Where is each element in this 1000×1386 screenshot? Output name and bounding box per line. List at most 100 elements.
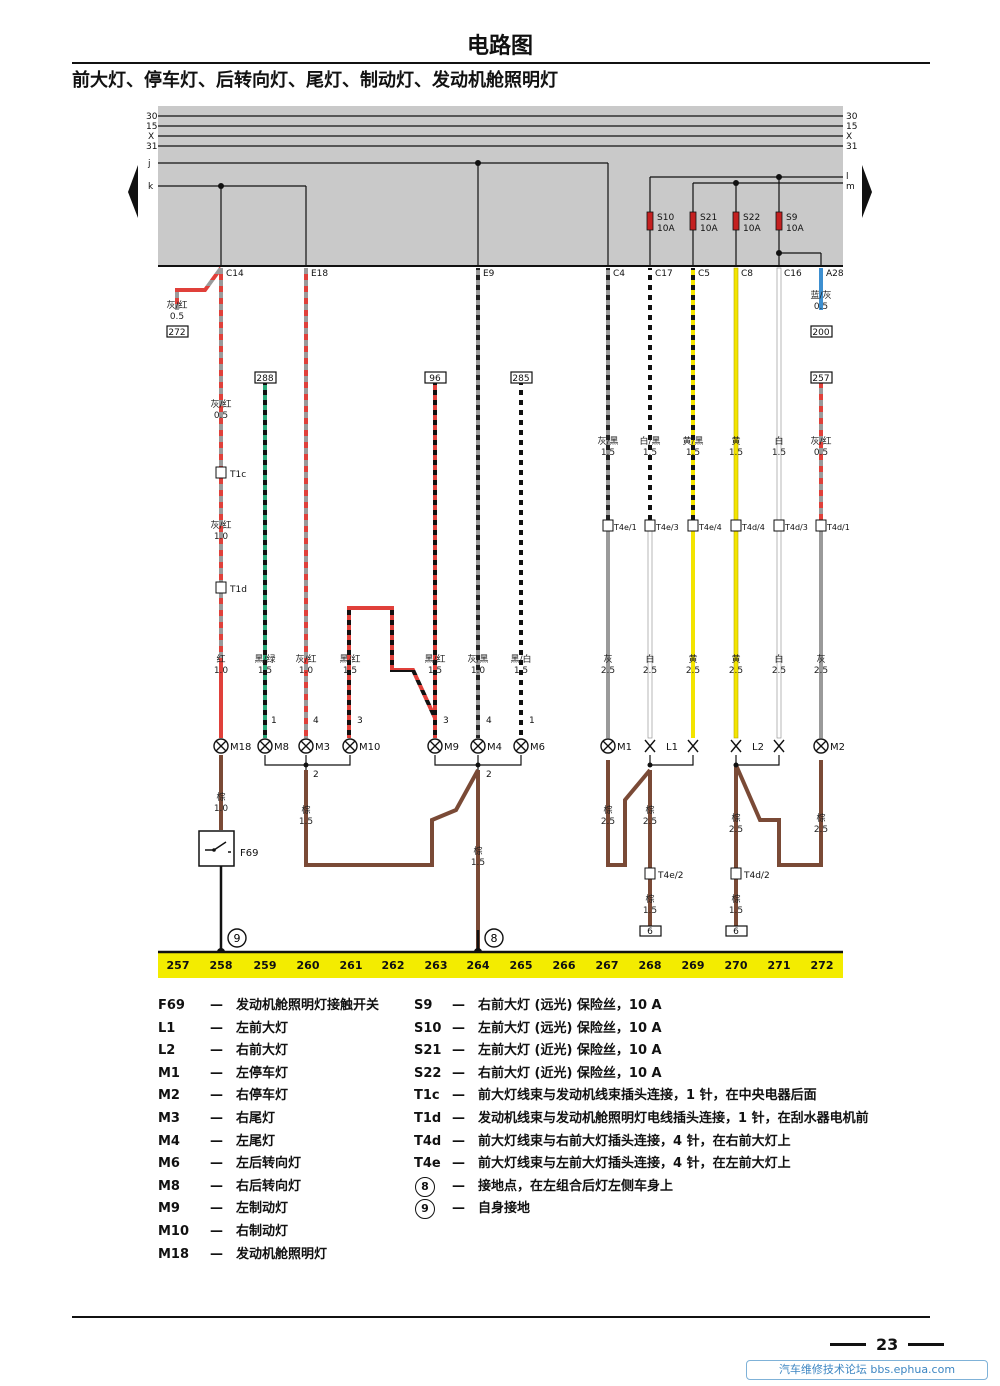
wl-25-color: 棕 xyxy=(473,845,482,857)
wl-7-color: 黄 xyxy=(731,435,740,447)
tconn-t4d1: T4d/1 xyxy=(826,523,850,532)
pin-left-gnd: 2 xyxy=(313,770,319,780)
legend-row: M8—右后转向灯 xyxy=(158,1176,379,1199)
lamp-m8-icon xyxy=(257,738,273,754)
t-connector-labels: T1c T1d T4e/1 T4e/3 T4e/4 T4d/4 T4d/3 T4… xyxy=(229,470,850,881)
wl-11-size: 1.5 xyxy=(258,666,272,676)
lamp-m9-icon xyxy=(427,738,443,754)
legend-desc: 接地点，在左组合后灯左侧车身上 xyxy=(478,1178,674,1194)
fuse-s21-rating: 10A xyxy=(700,224,718,234)
watermark: 汽车维修技术论坛 bbs.ephua.com xyxy=(746,1360,988,1380)
top-rule xyxy=(72,62,930,64)
wire-c4-gray xyxy=(606,528,610,738)
tconn-t4d4-icon xyxy=(730,519,742,532)
ref-288: 288 xyxy=(256,374,273,384)
legend-desc: 右前大灯 (远光) 保险丝，10 A xyxy=(478,998,662,1013)
legend-row: M2—右停车灯 xyxy=(158,1085,379,1108)
wl-9-color: 灰/红 xyxy=(810,435,831,447)
ground-markers: 9 8 xyxy=(227,928,504,948)
legend-left: F69—发动机舱照明灯接触开关 L1—左前大灯 L2—右前大灯 M1—左停车灯 … xyxy=(158,995,379,1266)
ref-6a: 6 xyxy=(647,927,653,937)
tconn-t1c-icon xyxy=(215,466,227,479)
wire-m3 xyxy=(304,268,308,738)
conn-c8: C8 xyxy=(741,269,753,279)
bus-junctions xyxy=(218,160,782,256)
col-267: 267 xyxy=(596,959,619,972)
legend-row: T1d—发动机线束与发动机舱照明灯电线插头连接，1 针，在刮水器电机前 xyxy=(414,1108,869,1131)
legend-row: 8—接地点，在左组合后灯左侧车身上 xyxy=(414,1176,869,1199)
legend-desc: 左停车灯 xyxy=(236,1065,289,1081)
bus-15-left: 15 xyxy=(146,122,157,132)
legend-code: L1 xyxy=(158,1020,176,1036)
fuse-s10-rating: 10A xyxy=(657,224,675,234)
wl-5-size: 1.5 xyxy=(643,448,657,458)
conn-c14: C14 xyxy=(226,269,244,279)
col-268: 268 xyxy=(639,959,662,972)
ref-boxes xyxy=(166,325,833,937)
legend-desc: 右前大灯 xyxy=(236,1043,289,1059)
arrow-left-icon[interactable] xyxy=(128,165,138,218)
bus-x: X xyxy=(846,132,852,142)
tconn-t4e4-icon xyxy=(687,519,699,532)
legend-row: T4d—前大灯线束与右前大灯插头连接，4 针，在右前大灯上 xyxy=(414,1131,869,1154)
ground-9-icon xyxy=(227,928,247,948)
wl-15-size: 1.0 xyxy=(471,666,486,676)
tconn-t1d: T1d xyxy=(229,585,247,595)
fuse-group xyxy=(646,211,783,231)
wire-c8 xyxy=(733,267,739,739)
ground-circle-icon: 8 xyxy=(415,1176,435,1197)
legend-desc: 左前大灯 (远光) 保险丝，10 A xyxy=(478,1020,662,1036)
wl-21-color: 白 xyxy=(774,653,783,665)
ground-circle-icon: 9 xyxy=(415,1199,435,1220)
legend-row: L1—左前大灯 xyxy=(158,1018,379,1041)
conn-c16: C16 xyxy=(784,269,802,279)
bottom-rule xyxy=(72,1316,930,1318)
col-265: 265 xyxy=(510,959,533,972)
tconn-t4d2: T4d/2 xyxy=(743,871,770,881)
fuse-s9-icon xyxy=(775,211,783,231)
arrow-right-icon[interactable] xyxy=(862,165,872,218)
tconn-t4d3-icon xyxy=(773,519,785,532)
wl-0-size: 0.5 xyxy=(170,312,184,322)
wires xyxy=(175,266,823,952)
comp-m6: M6 xyxy=(530,742,545,753)
legend-desc: 发动机舱照明灯 xyxy=(236,1246,328,1262)
wl-31-color: 棕 xyxy=(731,893,740,905)
legend-desc: 前大灯线束与发动机线束插头连接，1 针，在中央电器后面 xyxy=(478,1088,817,1104)
lamp-m2-icon xyxy=(813,738,829,754)
conn-c5: C5 xyxy=(698,269,710,279)
wire-257-gray xyxy=(819,528,823,738)
bus-15: 15 xyxy=(846,122,857,132)
legend-code: M6 xyxy=(158,1156,180,1172)
tconn-t1c: T1c xyxy=(229,470,246,480)
legend-code: M3 xyxy=(158,1110,180,1126)
wl-26-color: 棕 xyxy=(603,804,612,816)
fuse-s9-name: S9 xyxy=(786,213,798,223)
ref-96: 96 xyxy=(429,374,441,384)
wl-26-size: 2.5 xyxy=(601,817,615,827)
tconn-t1d-icon xyxy=(215,581,227,594)
pin-m3: 4 xyxy=(313,716,319,726)
legend-code: S21 xyxy=(414,1043,442,1059)
legend-desc: 左前大灯 (近光) 保险丝，10 A xyxy=(478,1043,662,1059)
legend-code: M9 xyxy=(158,1201,180,1217)
conn-c17: C17 xyxy=(655,269,673,279)
wl-27-color: 棕 xyxy=(645,804,654,816)
comp-f69: F69 xyxy=(240,848,258,859)
legend-desc: 右尾灯 xyxy=(236,1110,276,1126)
wl-13-color: 黑/红 xyxy=(339,653,360,665)
col-258: 258 xyxy=(210,959,233,972)
fuse-s21-icon xyxy=(689,211,697,231)
col-266: 266 xyxy=(553,959,576,972)
bottom-number-bar xyxy=(158,952,843,978)
tconn-t4e1: T4e/1 xyxy=(613,523,637,532)
wire-m8 xyxy=(263,383,267,738)
wl-12-size: 1.0 xyxy=(299,666,314,676)
wire-c17-white xyxy=(647,527,653,739)
wire-c14-272 xyxy=(175,266,223,310)
col-262: 262 xyxy=(382,959,405,972)
col-264: 264 xyxy=(467,959,490,972)
page-title: 电路图 xyxy=(466,34,533,59)
legend-code: M18 xyxy=(158,1246,190,1262)
bottom-numbers: 257 258 259 260 261 262 263 264 265 266 … xyxy=(167,959,834,972)
